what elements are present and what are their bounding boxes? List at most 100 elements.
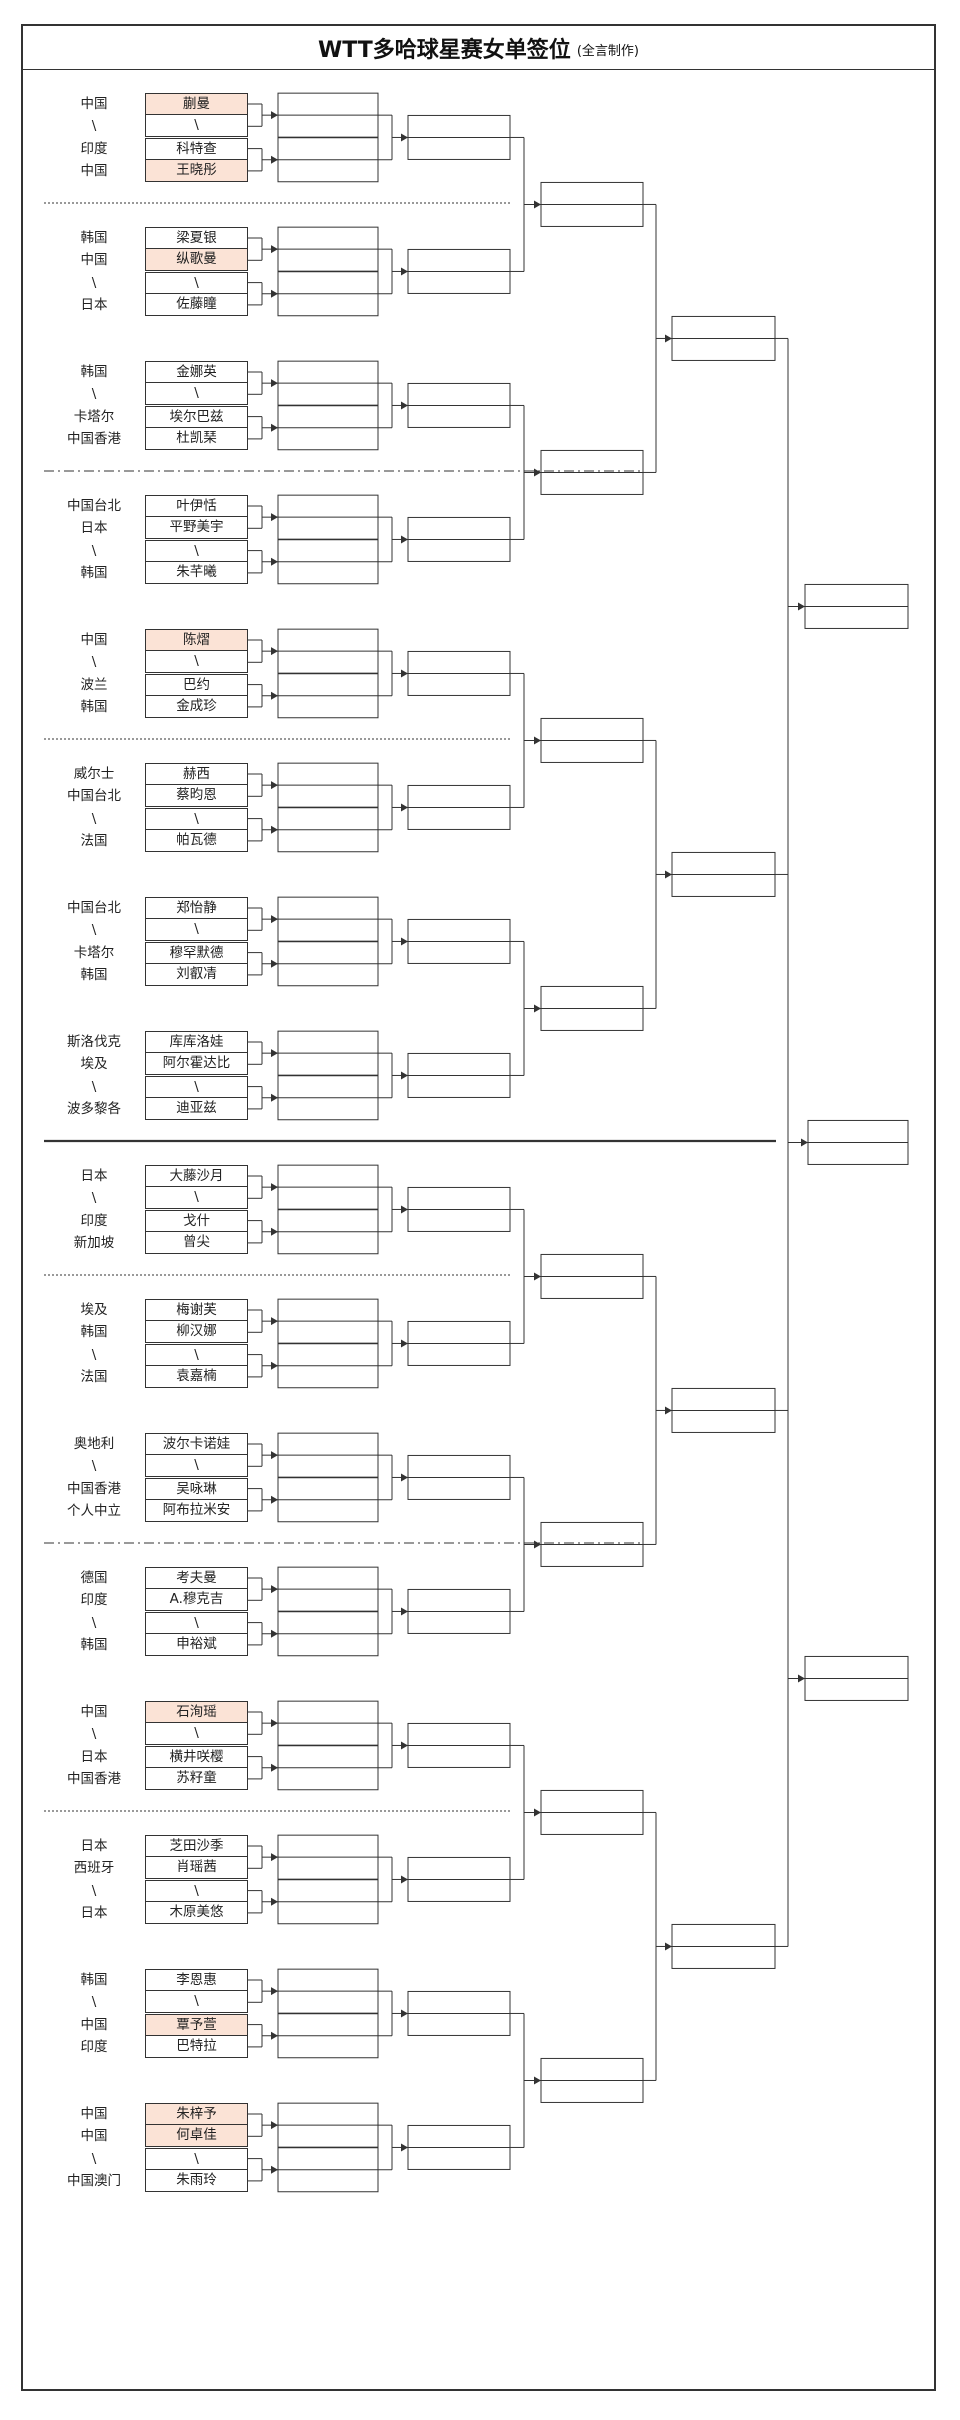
entry-country: 斯洛伐克 [67,1034,121,1050]
bracket-arrow [665,1406,672,1415]
bracket-arrow [534,1004,541,1013]
entry-country: 中国 [80,252,108,269]
entry-player: \ [145,1611,248,1634]
bracket-arrow [534,2076,541,2085]
entry-player: \ [145,1075,248,1098]
bracket-arrow [401,669,408,678]
entry-player: \ [145,539,248,562]
entry-player: 纵歌曼 [145,249,248,272]
entry-player: \ [145,807,248,830]
entry-player: 吴咏琳 [145,1477,248,1500]
bracket-arrow [401,803,408,812]
entry-country: \ [91,922,97,939]
entry-country: 西班牙 [73,1860,115,1877]
entry-player: 阿尔霍达比 [145,1053,248,1076]
entry-player: 赫西 [145,763,248,785]
bracket-arrow [271,289,278,298]
bracket-arrow [534,1808,541,1817]
entry-country: \ [91,1346,97,1363]
entry-country: 日本 [80,520,108,537]
entry-country: 韩国 [80,1636,108,1653]
entry-country: 日本 [80,1904,108,1921]
entry-player: 何卓佳 [145,2125,248,2148]
bracket-arrow [271,1227,278,1236]
bracket-arrow [271,379,278,388]
entry-country: \ [91,386,97,403]
entry-player: \ [145,919,248,942]
entry-country: 印度 [80,140,108,157]
entry-country: 波多黎各 [67,1100,121,1117]
entry-player: 金娜英 [145,361,248,383]
bracket-arrow [271,825,278,834]
bracket-arrow [271,1897,278,1906]
entry-player: 波尔卡诺娃 [145,1433,248,1455]
entry-player: 阿布拉米安 [145,1499,248,1522]
entry-player: 苏籽童 [145,1767,248,1790]
entry-country: 法国 [80,1368,108,1385]
entry-player: 金成珍 [145,695,248,718]
entry-player: 袁嘉楠 [145,1365,248,1388]
entry-player: \ [145,1343,248,1366]
entry-player: 朱梓予 [145,2103,248,2125]
entry-country: \ [91,1078,97,1095]
entry-country: 中国台北 [67,788,121,805]
entry-player: 库库洛娃 [145,1031,248,1053]
entry-country: 韩国 [80,1972,108,1988]
bracket-arrow [271,2031,278,2040]
entry-player: 杜凯琹 [145,427,248,450]
entry-player: 蔡昀恩 [145,785,248,808]
bracket-arrow [271,1585,278,1594]
title-bar: WTT多哈球星赛女单签位 (全言制作) [21,24,936,70]
entry-country: 个人中立 [67,1502,121,1519]
entry-player: 横井咲樱 [145,1745,248,1768]
entry-country: 卡塔尔 [73,944,115,961]
bracket-arrow [271,959,278,968]
bracket-arrow [271,691,278,700]
entry-country: 新加坡 [73,1234,115,1251]
entry-player: 梁夏银 [145,227,248,249]
bracket-arrow [271,781,278,790]
bracket-arrow [271,1987,278,1996]
entry-player: \ [145,1991,248,2014]
entry-player: 平野美宇 [145,517,248,540]
entry-player: \ [145,2147,248,2170]
bracket-arrow [271,1763,278,1772]
bracket-arrow [271,1049,278,1058]
entry-country: 韩国 [80,698,108,715]
entry-player: 梅谢芙 [145,1299,248,1321]
bracket-arrow [401,133,408,142]
entry-player: 迪亚兹 [145,1097,248,1120]
bracket-arrow [665,870,672,879]
entry-player: 芝田沙季 [145,1835,248,1857]
bracket-arrow [534,468,541,477]
entry-player: 木原美悠 [145,1901,248,1924]
entry-country: 中国香港 [67,1770,121,1787]
entry-player: \ [145,1879,248,1902]
bracket-arrow [271,111,278,120]
bracket-arrow [801,1138,808,1147]
bracket-arrow [665,334,672,343]
entry-country: 卡塔尔 [73,408,115,425]
entry-country: 中国 [80,2016,108,2033]
entry-player: \ [145,1455,248,1478]
bracket-arrow [271,423,278,432]
bracket-arrow [271,1451,278,1460]
entry-player: 穆罕默德 [145,941,248,964]
entry-player: 大藤沙月 [145,1165,248,1187]
bracket-arrow [271,915,278,924]
entry-country: \ [91,1994,97,2011]
bracket-arrow [271,1183,278,1192]
bracket-arrow [271,1853,278,1862]
entry-player: 蒯曼 [145,93,248,115]
bracket-arrow [665,1942,672,1951]
bracket-arrow [401,1205,408,1214]
entry-country: 印度 [80,1592,108,1609]
bracket-arrow [271,647,278,656]
entry-player: 王晓彤 [145,159,248,182]
page-title: WTT多哈球星赛女单签位 [318,37,571,63]
bracket-arrow [401,2143,408,2152]
entry-player: \ [145,383,248,406]
bracket-arrow [401,401,408,410]
entry-country: \ [91,2150,97,2167]
